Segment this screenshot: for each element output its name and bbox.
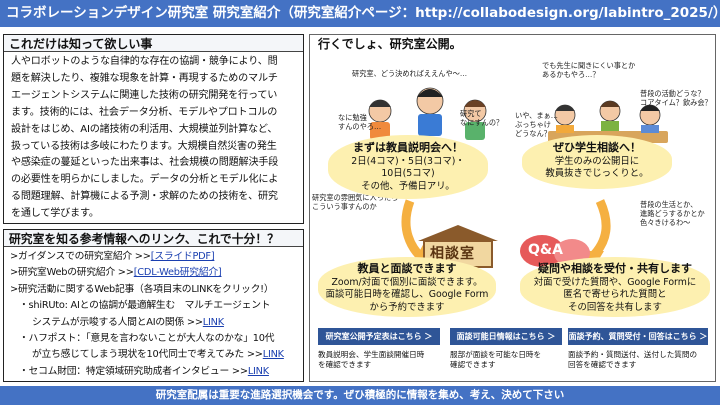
link-list-item: システムが示唆する人間とAIの関係 >>LINK: [10, 315, 299, 331]
teacher-session-line: その他、予備日アリ。: [361, 180, 455, 192]
speech-5: 普段の活動どうな？ コアタイム？飲み会？: [640, 89, 712, 107]
speech-6: いや、まぁ… ぶっちゃけ どうなん？: [515, 111, 558, 138]
qa-share-title: 疑問や相談を受付・共有します: [538, 262, 692, 275]
qa-share-line: 匿名で寄せられた質問と: [563, 289, 667, 300]
availability-link-desc: 服部が面談を可能な日時を 確認できます: [450, 350, 570, 370]
link-list-item: ・セコム財団：特定領域研究助成者インタビュー >>LINK: [10, 364, 299, 380]
schedule-link-desc: 教員説明会、学生面談開催日時 を確認できます: [318, 350, 448, 370]
availability-link-button[interactable]: 面談可能日情報はこちら ＞: [450, 328, 562, 345]
teacher-session-title: まずは教員説明会へ！: [353, 141, 463, 154]
link-list-item: >ガイダンスでの研究室紹介 >>[スライドPDF]: [10, 249, 299, 265]
intro-line: 設計をはじめ、AIの諸技術の利活用、大規模並列計算など、: [11, 123, 278, 135]
intro-body: 人やロボットのような自律的な存在の協調・競争により、問 題を解決したり、複雑な現…: [4, 52, 303, 223]
link-item-text: ・ハフポスト：「意見を言わないことが大人なのかな」10代: [19, 333, 275, 345]
link-list-item: ・ハフポスト：「意見を言わないことが大人なのかな」10代: [10, 331, 299, 347]
intro-line: 扱っている技術は多岐にわたります。大規模自然災害の発生: [11, 140, 277, 152]
link-anchor[interactable]: LINK: [247, 365, 269, 377]
page-footer: 研究室配属は重要な進路選択機会です。ぜひ積極的に情報を集め、考え、決めて下さい: [0, 386, 720, 405]
qa-share-line: その回答を共有します: [568, 301, 662, 313]
footer-text: 研究室配属は重要な進路選択機会です。ぜひ積極的に情報を集め、考え、決めて下さい: [155, 389, 565, 401]
student-consult-title: ぜひ学生相談へ！: [553, 141, 641, 154]
link-list-item: が立ち感じてしまう現状を10代同士で考えてみた >>LINK: [10, 347, 299, 363]
schedule-desc-line: を確認できます: [318, 360, 372, 369]
link-anchor[interactable]: [スライドPDF]: [150, 251, 215, 262]
intro-line: る問題理解、計算機による予測・求解のための技術を、研究: [11, 191, 278, 203]
links-panel: 研究室を知る参考情報へのリンク、これで十分！？ >ガイダンスでの研究室紹介 >>…: [3, 229, 304, 382]
schedule-link-button[interactable]: 研究室公開予定表はこちら ＞: [318, 328, 440, 345]
intro-line: 人やロボットのような自律的な存在の協調・競争により、問: [11, 56, 278, 67]
student-consult-bubble: ぜひ学生相談へ！ 学生のみの公開日に 教員抜きでじっくりと。: [522, 135, 672, 189]
reservation-link-button[interactable]: 面談予約、質問受付・回答はこちら ＞: [568, 328, 708, 345]
arrow-right: [588, 199, 611, 261]
links-title: 研究室を知る参考情報へのリンク、これで十分！？: [4, 230, 303, 247]
intro-line: を通して学びます。: [11, 208, 99, 220]
intro-line: の必要性を明らかにしました。データの分析とモデル化によ: [11, 174, 279, 186]
speech-4: でも先生に聞きにくい事とか あるかもやろ…？: [542, 61, 636, 79]
link-anchor[interactable]: [CDL-Web研究紹介]: [133, 267, 222, 279]
schedule-desc-line: 教員説明会、学生面談開催日時: [318, 350, 425, 359]
teacher-meeting-bubble: 教員と面談できます Zoom/対面で個別に面談できます。 面談可能日時を確認し、…: [318, 257, 496, 317]
availability-desc-line: 服部が面談を可能な日時を: [450, 350, 542, 359]
link-item-text: システムが示唆する人間とAIの関係 >>: [32, 316, 203, 328]
teacher-meeting-line: 面談可能日時を確認し、Google Form: [325, 289, 489, 300]
intro-line: 題を解決したり、複雑な現象を計算・再現するためのマルチ: [11, 72, 278, 84]
link-item-text: >研究活動に関するWeb記事（各項目末のLINKをクリック!）: [10, 283, 274, 295]
link-list-item: >研究室Webの研究紹介 >>[CDL-Web研究紹介]: [10, 265, 299, 281]
link-list-item: ・shiRUto: AIとの協調が最適解生む マルチエージェント: [10, 298, 299, 314]
qa-share-line: 対面で受けた質問や、Google Formに: [533, 276, 697, 288]
link-item-text: >研究室Webの研究紹介 >>: [10, 267, 134, 279]
page-header: コラボレーションデザイン研究室 研究室紹介（研究室紹介ページ：http://co…: [0, 0, 720, 27]
consult-room-label: 相談室: [430, 246, 475, 262]
link-list-item: >研究活動に関するWeb記事（各項目末のLINKをクリック!）: [10, 282, 299, 298]
reservation-link-desc: 面談予約・質問送付、送付した質問の 回答を確認できます: [568, 350, 713, 370]
teacher-meeting-title: 教員と面談できます: [357, 262, 457, 275]
link-anchor[interactable]: LINK: [202, 316, 224, 328]
speech-1: 研究室、どう決めればええんや〜…: [352, 69, 468, 78]
teacher-session-line: 10日(5コマ): [381, 168, 435, 179]
student-consult-line: 学生のみの公開日に: [554, 155, 640, 167]
teacher-session-bubble: まずは教員説明会へ！ 2日(4コマ)・5日(3コマ)・ 10日(5コマ) その他…: [328, 135, 488, 199]
intro-line: ます。技術的には、社会データ分析、モデルやプロトコルの: [11, 106, 278, 118]
qa-share-bubble: 疑問や相談を受付・共有します 対面で受けた質問や、Google Formに 匿名…: [520, 257, 710, 317]
speech-7: 研究室の雰囲気に入ったら こういう事すんのか: [312, 193, 399, 211]
reservation-desc-line: 面談予約・質問送付、送付した質問の: [568, 350, 698, 359]
intro-title: これだけは知って欲しい事: [4, 35, 303, 52]
intro-line: や感染症の蔓延といった出来事は、社会規模の問題解決手段: [11, 157, 279, 169]
teacher-meeting-line: Zoom/対面で個別に面談できます。: [331, 276, 483, 288]
teacher-session-line: 2日(4コマ)・5日(3コマ)・: [351, 155, 465, 167]
intro-panel: これだけは知って欲しい事 人やロボットのような自律的な存在の協調・競争により、問…: [3, 34, 304, 224]
visit-panel: 行くでしょ、研究室公開。: [309, 34, 716, 382]
speech-3: 研究て なにすんの？: [460, 109, 504, 127]
link-item-text: >ガイダンスでの研究室紹介 >>: [10, 251, 151, 262]
link-item-text: ・shiRUto: AIとの協調が最適解生む マルチエージェント: [19, 300, 271, 312]
reservation-desc-line: 回答を確認できます: [568, 360, 637, 369]
links-list: >ガイダンスでの研究室紹介 >>[スライドPDF]>研究室Webの研究紹介 >>…: [4, 247, 303, 380]
link-item-text: が立ち感じてしまう現状を10代同士で考えてみた >>: [32, 349, 263, 361]
link-item-text: ・セコム財団：特定領域研究助成者インタビュー >>: [19, 365, 248, 377]
student-consult-line: 教員抜きでじっくりと。: [545, 168, 649, 179]
visit-title: 行くでしょ、研究室公開。: [310, 35, 715, 52]
intro-line: エージェントシステムに関連した技術の研究開発を行ってい: [11, 89, 278, 101]
availability-desc-line: 確認できます: [450, 360, 496, 369]
teacher-meeting-line: から予約できます: [369, 301, 445, 313]
link-anchor[interactable]: LINK: [262, 349, 284, 361]
qa-label: Q&A: [528, 242, 563, 258]
speech-8: 普段の生活とか、 進路どうするかとか 色々きけるわ〜: [640, 200, 705, 227]
speech-2: なに勉強 すんのやろ…: [338, 113, 382, 131]
header-title: コラボレーションデザイン研究室 研究室紹介（研究室紹介ページ：http://co…: [6, 5, 720, 21]
